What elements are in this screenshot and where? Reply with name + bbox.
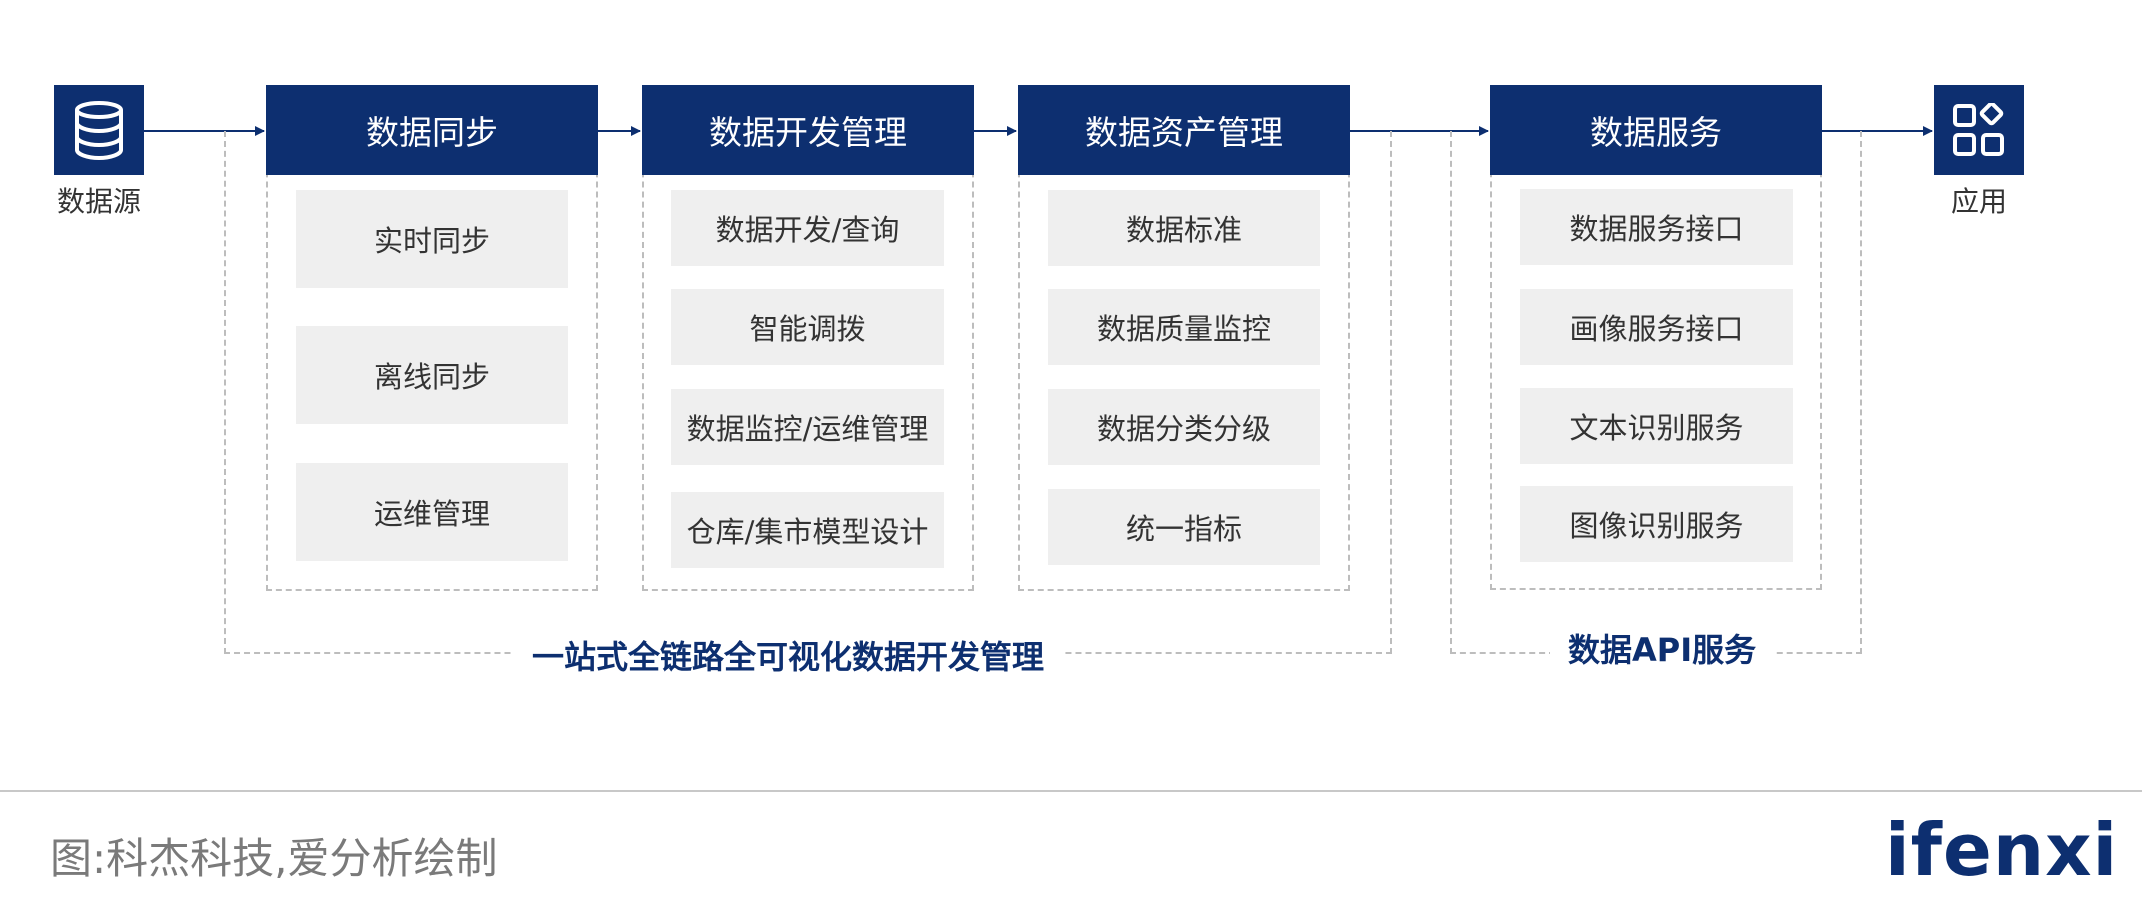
item-warehouse-model: 仓库/集市模型设计 bbox=[671, 492, 944, 568]
apps-icon bbox=[1934, 85, 2024, 175]
item-text-recognition: 文本识别服务 bbox=[1520, 388, 1793, 464]
item-offline-sync: 离线同步 bbox=[296, 326, 568, 424]
platform-label: 一站式全链路全可视化数据开发管理 bbox=[514, 632, 1063, 678]
group-data-sync-header: 数据同步 bbox=[266, 85, 598, 175]
item-service-interface: 数据服务接口 bbox=[1520, 189, 1793, 265]
database-icon bbox=[54, 85, 144, 175]
item-ops-management: 运维管理 bbox=[296, 463, 568, 561]
group-data-service-header: 数据服务 bbox=[1490, 85, 1822, 175]
group-data-asset-header: 数据资产管理 bbox=[1018, 85, 1350, 175]
figure-caption: 图:科杰科技,爱分析绘制 bbox=[50, 834, 498, 883]
item-quality-monitor: 数据质量监控 bbox=[1048, 289, 1320, 365]
item-classification: 数据分类分级 bbox=[1048, 389, 1320, 465]
item-smart-scheduling: 智能调拨 bbox=[671, 289, 944, 365]
source-label: 数据源 bbox=[56, 185, 141, 218]
item-data-standard: 数据标准 bbox=[1048, 190, 1320, 266]
app-label: 应用 bbox=[1950, 185, 2007, 218]
item-image-recognition: 图像识别服务 bbox=[1520, 486, 1793, 562]
item-realtime-sync: 实时同步 bbox=[296, 190, 568, 288]
footer-divider bbox=[0, 790, 2142, 792]
api-service-label: 数据API服务 bbox=[1550, 625, 1775, 671]
ifenxi-logo: ifenxi bbox=[1885, 808, 2119, 892]
group-data-dev-header: 数据开发管理 bbox=[642, 85, 974, 175]
item-unified-metrics: 统一指标 bbox=[1048, 489, 1320, 565]
item-dev-query: 数据开发/查询 bbox=[671, 190, 944, 266]
item-profile-interface: 画像服务接口 bbox=[1520, 289, 1793, 365]
item-monitoring-ops: 数据监控/运维管理 bbox=[671, 389, 944, 465]
